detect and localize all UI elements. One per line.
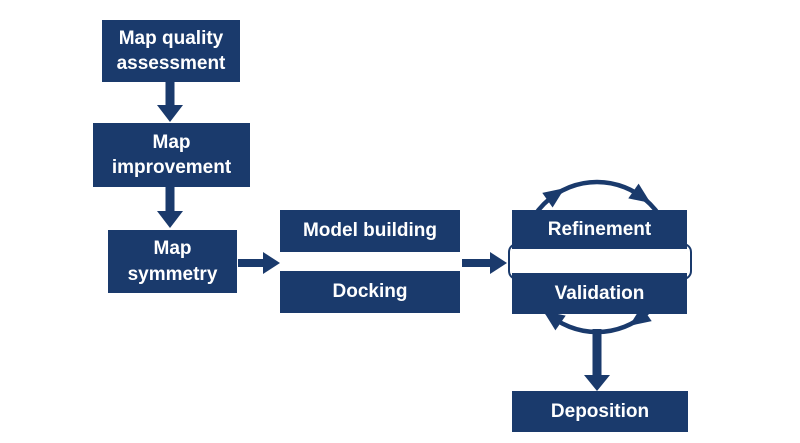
box-map-symmetry: Map symmetry — [108, 230, 237, 293]
box-label-line: assessment — [116, 53, 226, 74]
box-label: Model building — [302, 220, 438, 242]
box-deposition: Deposition — [512, 391, 688, 432]
arrowhead-right-icon — [490, 252, 507, 274]
arrowhead-down-icon — [584, 375, 610, 391]
arrow-down-assessment-to-improvement — [157, 82, 183, 122]
box-map-quality-assessment: Map quality assessment — [102, 20, 240, 82]
arrowhead-down-icon — [157, 105, 183, 122]
box-label: Map symmetry — [128, 236, 218, 286]
box-label: Map improvement — [112, 130, 231, 180]
box-label-line: Map — [152, 131, 191, 153]
cycle-arrowhead-icon — [629, 306, 652, 326]
box-label-line: symmetry — [127, 263, 218, 285]
cycle-arrowhead-icon — [543, 310, 566, 331]
box-label: Map quality assessment — [117, 26, 226, 76]
box-label-line: Map — [153, 238, 192, 260]
box-model-building: Model building — [280, 210, 460, 252]
arrow-right-building-to-refinement — [462, 252, 507, 274]
box-map-improvement: Map improvement — [93, 123, 250, 187]
arrow-right-symmetry-to-building — [238, 252, 280, 274]
box-label-line: improvement — [111, 157, 232, 178]
box-label-line: Map quality — [118, 27, 224, 49]
arrow-down-improvement-to-symmetry — [157, 187, 183, 228]
box-label: Deposition — [550, 400, 650, 422]
arrowhead-right-icon — [263, 252, 280, 274]
cycle-arrowhead-icon — [542, 188, 565, 208]
cycle-arrowhead-icon — [628, 183, 651, 204]
box-docking: Docking — [280, 271, 460, 313]
arrow-down-cycle-to-deposition — [584, 329, 610, 391]
box-label: Refinement — [547, 218, 652, 240]
box-refinement: Refinement — [512, 210, 687, 249]
box-label: Docking — [332, 281, 408, 303]
box-validation: Validation — [512, 273, 687, 314]
box-label: Validation — [554, 282, 645, 304]
arrowhead-down-icon — [157, 211, 183, 228]
